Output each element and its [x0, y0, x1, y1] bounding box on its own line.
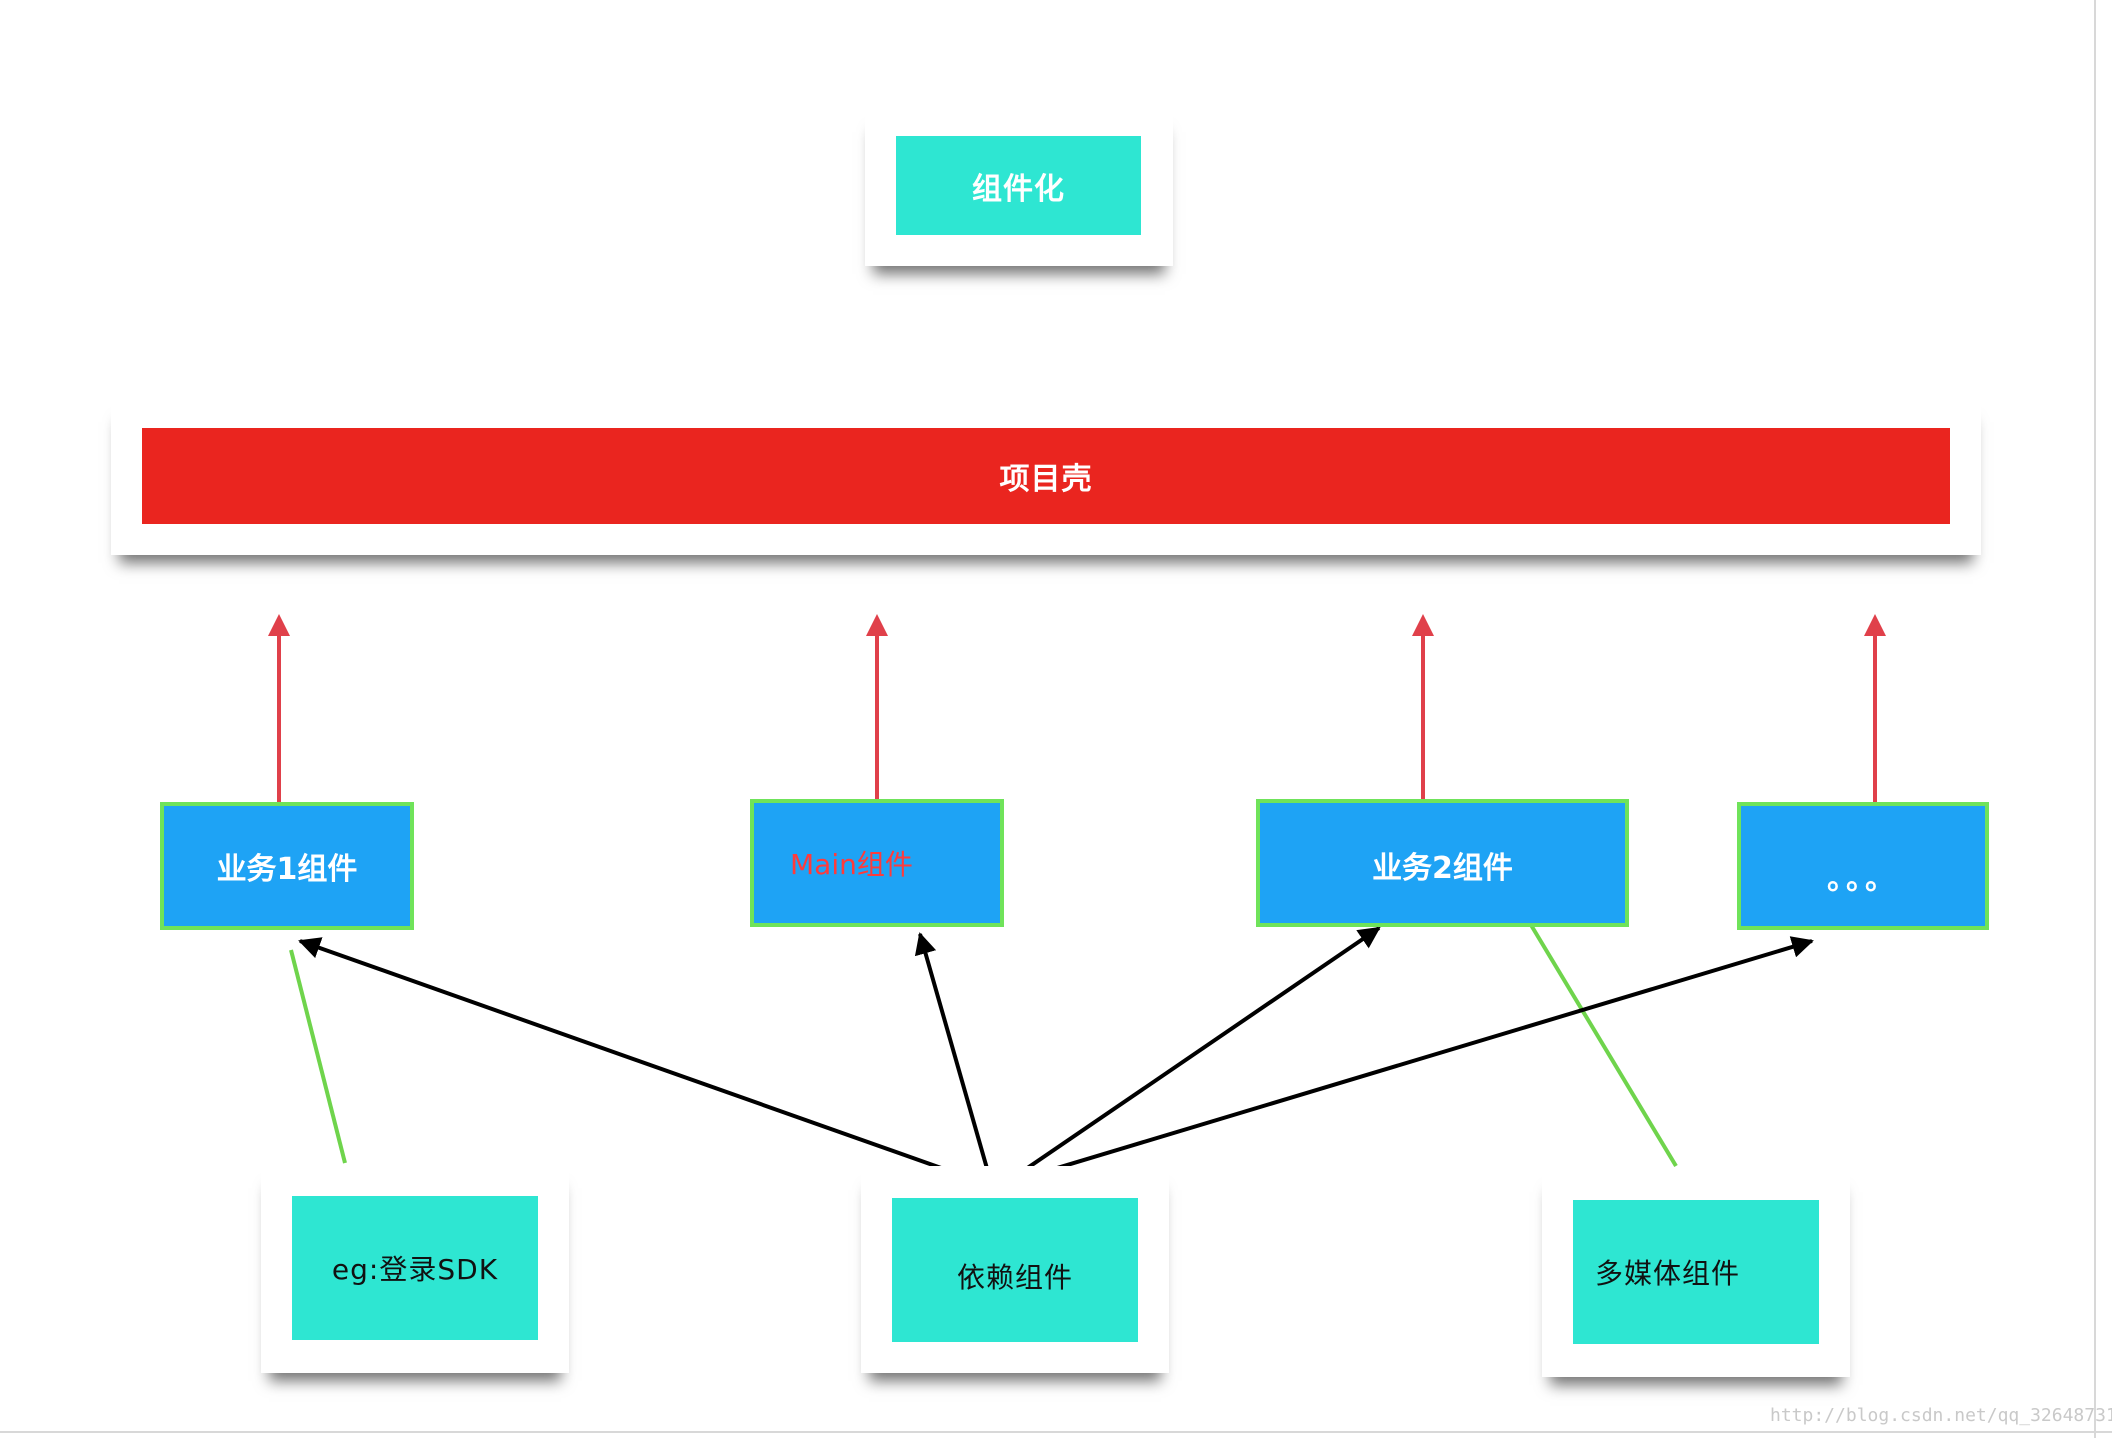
watermark-text: http://blog.csdn.net/qq_32648731	[1770, 1405, 2112, 1426]
arrowhead-more	[1864, 614, 1886, 636]
arrow-dependency-to-more	[1003, 936, 1814, 1186]
shell-bar-label: 项目壳	[999, 462, 1093, 497]
library-multimedia-box: 多媒体组件	[1573, 1200, 1819, 1344]
arrow-dependency-to-business2	[1002, 926, 1381, 1186]
component-business1: 业务1组件	[160, 802, 414, 930]
arrowhead-business1	[268, 614, 290, 636]
component-main-label: Main组件	[790, 848, 913, 881]
link-multimedia-to-business2	[1529, 923, 1678, 1168]
library-login-sdk-label: eg:登录SDK	[331, 1253, 499, 1286]
arrow-dependency-to-business1	[298, 937, 993, 1188]
library-multimedia-card: 多媒体组件	[1542, 1168, 1850, 1377]
page-edge-right	[2094, 0, 2096, 1438]
shell-bar: 项目壳	[142, 428, 1950, 524]
link-login-sdk-to-business1	[289, 949, 347, 1164]
top-box: 组件化	[896, 136, 1141, 235]
library-login-sdk-card: eg:登录SDK	[261, 1164, 569, 1373]
library-login-sdk-box: eg:登录SDK	[292, 1196, 538, 1340]
shell-card: 项目壳	[111, 398, 1981, 555]
page-edge-bottom	[0, 1431, 2112, 1433]
library-dependency-label: 依赖组件	[956, 1261, 1073, 1294]
arrowhead-business2	[1412, 614, 1434, 636]
component-main: Main组件	[750, 799, 1004, 927]
component-business1-label: 业务1组件	[216, 852, 358, 887]
library-multimedia-label: 多媒体组件	[1595, 1257, 1741, 1290]
arrow-dependency-to-main	[914, 932, 994, 1187]
library-dependency-card: 依赖组件	[861, 1166, 1169, 1373]
library-dependency-box: 依赖组件	[892, 1198, 1138, 1342]
component-more: 。。。	[1737, 802, 1989, 930]
component-more-label: 。。。	[1827, 862, 1899, 897]
component-business2: 业务2组件	[1256, 799, 1629, 927]
component-business2-label: 业务2组件	[1372, 851, 1513, 886]
top-box-label: 组件化	[972, 171, 1065, 207]
arrowhead-main	[866, 614, 888, 636]
top-card: 组件化	[865, 108, 1173, 266]
